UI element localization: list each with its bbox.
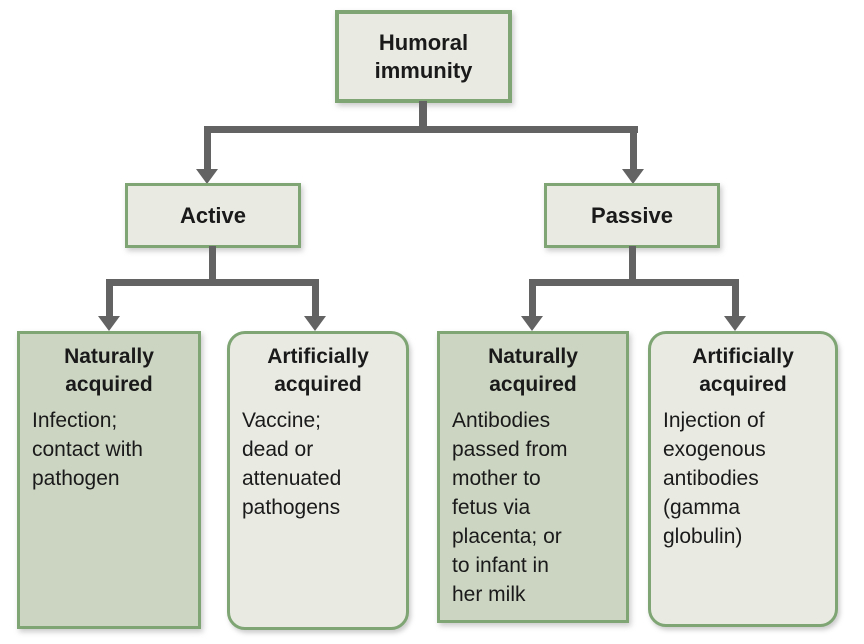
connector-to-naturally-acquired-passive bbox=[529, 279, 536, 317]
node-artificially-acquired-passive: Artificially acquired Injection of exoge… bbox=[648, 331, 838, 627]
connector-to-active bbox=[204, 126, 211, 170]
leaf-title: Artificially acquired bbox=[267, 345, 369, 396]
leaf-body: Vaccine; dead or attenuated pathogens bbox=[242, 409, 342, 519]
arrowhead-down-icon bbox=[98, 316, 120, 331]
node-passive: Passive bbox=[544, 183, 720, 248]
node-naturally-acquired-passive: Naturally acquired Antibodies passed fro… bbox=[437, 331, 629, 623]
connector-passive-crossbar bbox=[529, 279, 739, 286]
node-humoral-immunity-label: Humoral immunity bbox=[374, 29, 473, 83]
node-artificially-acquired-active: Artificially acquired Vaccine; dead or a… bbox=[227, 331, 409, 630]
arrowhead-down-icon bbox=[521, 316, 543, 331]
node-active-label: Active bbox=[179, 202, 247, 228]
connector-to-passive bbox=[630, 126, 637, 170]
arrowhead-down-icon bbox=[724, 316, 746, 331]
arrowhead-down-icon bbox=[622, 169, 644, 184]
leaf-body: Injection of exogenous antibodies (gamma… bbox=[663, 409, 766, 548]
node-naturally-acquired-active: Naturally acquired Infection; contact wi… bbox=[17, 331, 201, 629]
connector-active-stub bbox=[209, 246, 216, 284]
node-active: Active bbox=[125, 183, 301, 248]
leaf-title: Naturally acquired bbox=[64, 345, 154, 396]
connector-to-artificially-acquired-active bbox=[312, 279, 319, 317]
connector-active-crossbar bbox=[106, 279, 319, 286]
leaf-title: Artificially acquired bbox=[692, 345, 794, 396]
node-humoral-immunity: Humoral immunity bbox=[335, 10, 512, 103]
arrowhead-down-icon bbox=[304, 316, 326, 331]
leaf-title: Naturally acquired bbox=[488, 345, 578, 396]
connector-level1-crossbar bbox=[204, 126, 638, 133]
node-passive-label: Passive bbox=[591, 202, 673, 228]
leaf-body: Antibodies passed from mother to fetus v… bbox=[452, 409, 568, 606]
arrowhead-down-icon bbox=[196, 169, 218, 184]
connector-passive-stub bbox=[629, 246, 636, 284]
connector-to-naturally-acquired-active bbox=[106, 279, 113, 317]
connector-root-stub bbox=[419, 101, 427, 133]
connector-to-artificially-acquired-passive bbox=[732, 279, 739, 317]
leaf-body: Infection; contact with pathogen bbox=[32, 409, 143, 490]
